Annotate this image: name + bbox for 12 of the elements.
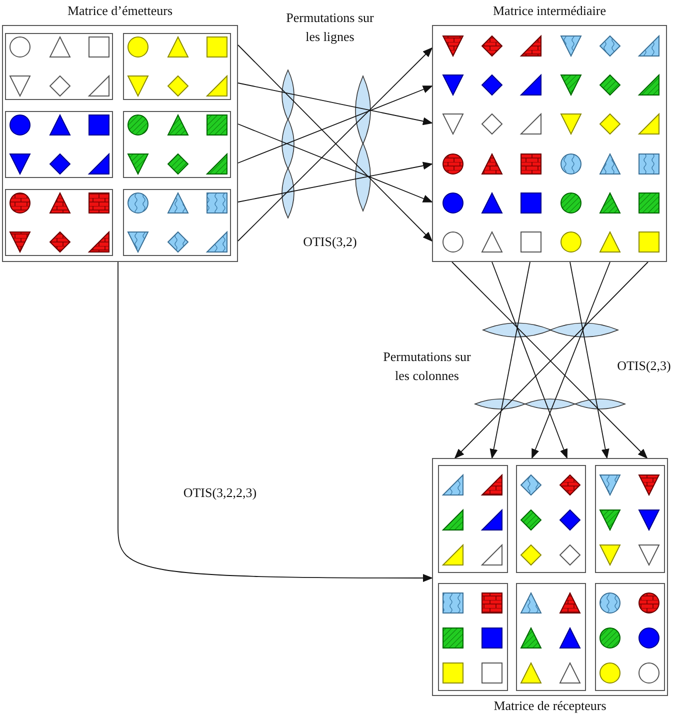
matrix-title: Matrice intermédiaire [492,3,607,19]
matrix-title: Matrice d’émetteurs [66,3,174,19]
arrow [570,262,610,459]
arrow [532,262,610,459]
arrow [490,262,530,459]
arrow [238,82,433,126]
arrow [492,262,568,459]
matrix-title: Matrice de récepteurs [492,698,608,714]
arrow [238,86,433,164]
arrow [118,262,433,582]
arrow [238,162,433,202]
arrow [238,124,433,202]
